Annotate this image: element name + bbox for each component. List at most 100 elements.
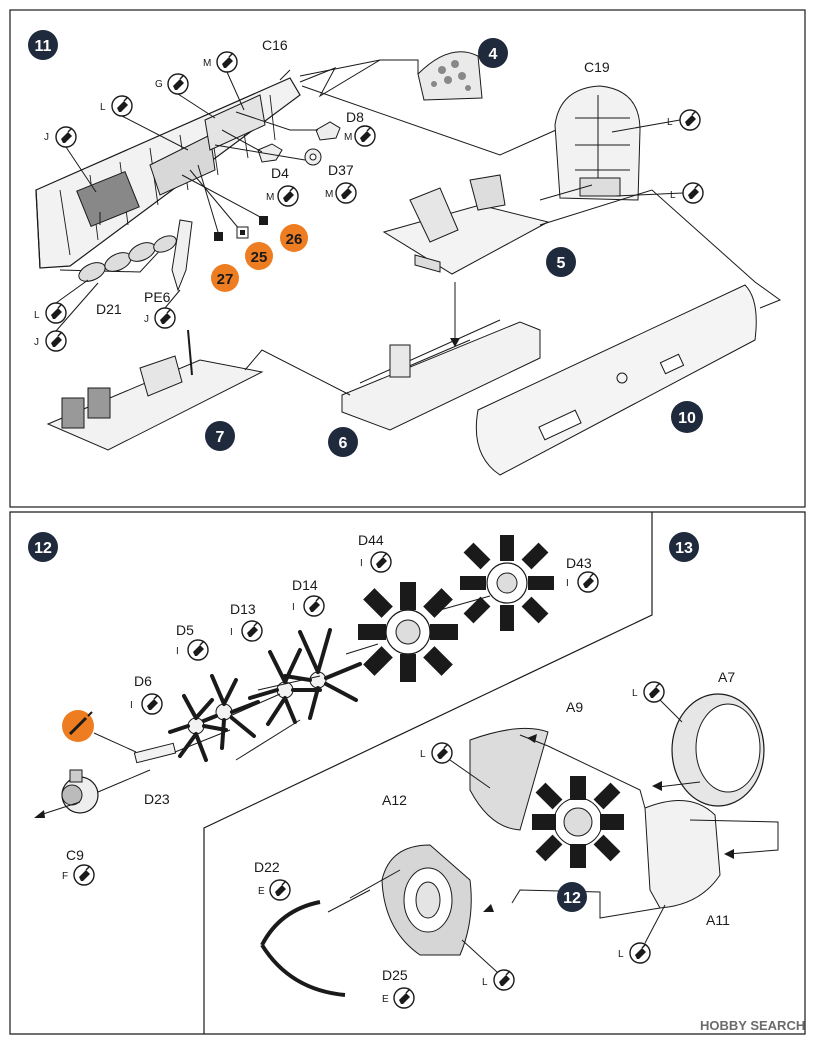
svg-text:I: I [130,700,133,711]
paint-callout-i-d6: I [130,693,163,715]
step-12-ref-badge: 12 [557,882,587,912]
svg-text:27: 27 [217,271,234,288]
paint-callout-j-wall: J [44,126,97,193]
footer-brand-watermark: HOBBY SEARCH [700,1018,805,1033]
d5-pushrods-drawing [194,674,260,750]
part-label-a12: A12 [382,792,407,808]
paint-callout-m-c19: L [611,109,701,133]
part-label-a11: A11 [706,912,730,928]
paint-callout-i-d44: I [360,551,392,573]
svg-text:L: L [420,749,426,760]
paint-callout-m-c16: M [203,51,245,111]
svg-text:11: 11 [35,38,52,55]
step-6-badge: 6 [328,427,358,457]
paint-callout-m-d8: M [344,125,376,147]
decal-squares [214,216,268,241]
svg-text:E: E [382,994,389,1005]
a11-cowl-half-drawing [644,799,721,909]
a12-engine-mount-drawing [381,844,472,956]
svg-text:I: I [230,627,233,638]
paint-callout-j-d21: J [34,282,99,352]
glue-warning-icon [62,710,137,753]
part-label-d23: D23 [144,791,170,807]
svg-text:E: E [258,886,265,897]
part-label-d13: D13 [230,601,256,617]
pe6-part-drawing [171,219,193,292]
svg-text:5: 5 [557,255,566,272]
step-10-badge: 10 [671,401,703,433]
svg-text:I: I [176,646,179,657]
svg-text:L: L [482,977,488,988]
part-label-c9: C9 [66,847,84,863]
svg-text:L: L [667,117,673,128]
d13-pushrods-drawing [248,648,322,726]
floor-stick-drawing [46,329,264,451]
step-4-connector [299,59,419,98]
svg-text:L: L [618,949,624,960]
part-label-d22: D22 [254,859,280,875]
svg-text:L: L [34,310,40,321]
svg-text:6: 6 [339,435,348,452]
part-label-pe6: PE6 [144,289,171,305]
svg-text:10: 10 [678,410,696,427]
svg-text:25: 25 [251,249,268,266]
paint-callout-f-c9: F [62,864,95,886]
step-7-badge: 7 [205,421,235,451]
part-label-d25: D25 [382,967,408,983]
a7-cowl-ring-drawing [671,693,765,807]
svg-text:J: J [34,337,39,348]
fuselage-half-drawing [475,284,757,476]
bottom-panel-frame [9,511,806,1035]
svg-text:M: M [325,189,333,200]
d4-part-drawing [257,143,283,163]
paint-callout-i-d43: I [566,571,599,593]
paint-callout-i-d13: I [230,620,263,642]
step-5-connector [539,184,593,201]
svg-text:J: J [144,314,149,325]
engine-assembly-drawing [532,776,624,868]
paint-callout-l-d21: L [34,279,89,324]
d22-mount-ring-drawing [260,900,346,997]
part-label-a7: A7 [718,669,735,685]
svg-text:M: M [203,58,211,69]
step-5-badge: 5 [546,247,576,277]
part-label-d6: D6 [134,673,152,689]
step-4-to-c19-connector [301,85,557,156]
paint-callout-j-pe6: J [144,289,181,329]
step-13-badge: 13 [669,532,699,562]
svg-text:M: M [266,192,274,203]
decal-27-badge: 27 [211,264,239,292]
part-label-d4: D4 [271,165,289,181]
part-label-d14: D14 [292,577,318,593]
decal-26-badge: 26 [280,224,308,252]
paint-callout-g: G [155,73,216,119]
paint-callout-m-d4: M [266,185,299,207]
svg-text:I: I [292,602,295,613]
svg-text:L: L [632,688,638,699]
top-panel-frame [9,9,806,508]
svg-text:F: F [62,871,68,882]
part-label-d21: D21 [96,301,122,317]
d43-cylinder-row-drawing [460,535,554,631]
step-11-badge: 11 [28,30,58,60]
svg-text:I: I [360,558,363,569]
svg-text:L: L [670,190,676,201]
a9-cowl-half-drawing [469,727,549,831]
c9-arrowhead [34,810,45,818]
step-12-assembly-lines [39,595,491,816]
step-4-badge: 4 [478,38,508,68]
paint-callout-e-d22: E [258,879,291,901]
part-label-d44: D44 [358,532,384,548]
d6-pushrods-drawing [168,694,228,762]
svg-text:L: L [100,102,106,113]
decal-25-badge: 25 [245,242,273,270]
svg-text:I: I [566,578,569,589]
svg-text:J: J [44,132,49,143]
part-label-d8: D8 [346,109,364,125]
paint-callout-l-wall: L [100,95,189,151]
svg-text:26: 26 [286,231,303,248]
cockpit-tub-drawing [341,319,541,431]
d8-part-drawing [315,121,341,141]
step-10-connector [539,189,782,309]
